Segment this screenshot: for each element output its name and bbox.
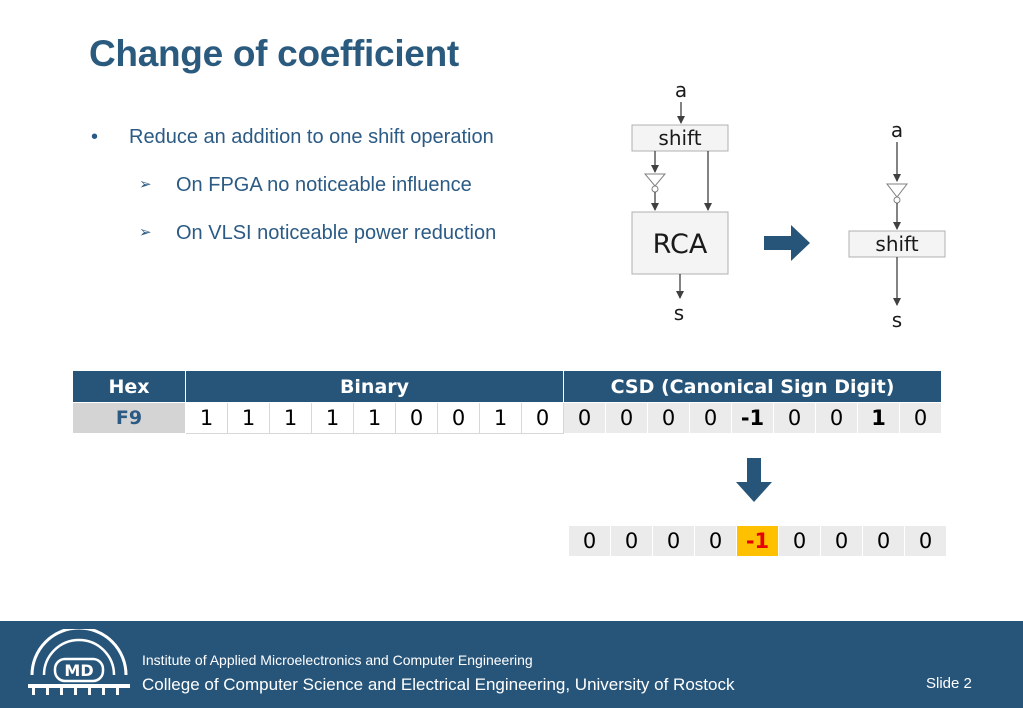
left-output-label: s bbox=[674, 301, 684, 325]
sub-bullet-text: On VLSI noticeable power reduction bbox=[176, 222, 497, 244]
csd-digit: -1 bbox=[731, 402, 774, 434]
bullet-marker: • bbox=[91, 126, 99, 148]
logo-text: MD bbox=[64, 661, 93, 680]
binary-digit: 1 bbox=[269, 402, 312, 434]
result-digit: 0 bbox=[778, 525, 821, 557]
sub-bullet-text: On FPGA no noticeable influence bbox=[176, 174, 472, 196]
arrow-bullet-icon: ➢ bbox=[139, 224, 152, 241]
csd-digit: 0 bbox=[605, 402, 648, 434]
header-binary: Binary bbox=[185, 370, 564, 403]
arrow-bullet-icon: ➢ bbox=[139, 176, 152, 193]
result-digit: 0 bbox=[904, 525, 947, 557]
left-shift-box bbox=[631, 124, 729, 152]
inverter-bubble-icon bbox=[651, 185, 659, 193]
binary-digit: 0 bbox=[437, 402, 480, 434]
table-row: F9 1 1 1 1 1 0 0 1 0 0 0 0 0 -1 0 0 1 0 bbox=[72, 402, 942, 434]
result-digit: 0 bbox=[694, 525, 737, 557]
result-digit: 0 bbox=[652, 525, 695, 557]
binary-digit: 1 bbox=[185, 402, 228, 434]
table-row: 0 0 0 0 -1 0 0 0 0 bbox=[568, 525, 947, 557]
inverter-icon bbox=[885, 183, 909, 198]
circuit-diagram: a shift RCA s a shift s bbox=[631, 78, 946, 332]
binary-digit: 0 bbox=[395, 402, 438, 434]
table-header-row: Hex Binary CSD (Canonical Sign Digit) bbox=[72, 370, 942, 403]
binary-digit: 1 bbox=[353, 402, 396, 434]
binary-digit: 1 bbox=[479, 402, 522, 434]
right-input-label: a bbox=[891, 118, 903, 142]
inverter-icon bbox=[643, 173, 667, 187]
csd-digit: 0 bbox=[689, 402, 732, 434]
binary-digit: 0 bbox=[521, 402, 564, 434]
result-digit: 0 bbox=[610, 525, 653, 557]
inverter-bubble-icon bbox=[893, 196, 901, 204]
left-input-label: a bbox=[675, 78, 687, 102]
bullet-text: Reduce an addition to one shift operatio… bbox=[129, 126, 494, 148]
csd-digit: 0 bbox=[773, 402, 816, 434]
header-hex: Hex bbox=[72, 370, 186, 403]
result-digit: 0 bbox=[862, 525, 905, 557]
binary-digit: 1 bbox=[227, 402, 270, 434]
csd-table: Hex Binary CSD (Canonical Sign Digit) F9… bbox=[72, 370, 942, 434]
result-digit-highlighted: -1 bbox=[736, 525, 779, 557]
csd-digit: 0 bbox=[563, 402, 606, 434]
csd-digit: 1 bbox=[857, 402, 900, 434]
result-table: 0 0 0 0 -1 0 0 0 0 bbox=[568, 525, 947, 557]
result-digit: 0 bbox=[820, 525, 863, 557]
college-name: College of Computer Science and Electric… bbox=[142, 675, 735, 694]
csd-digit: 0 bbox=[815, 402, 858, 434]
institute-logo: MD bbox=[28, 629, 130, 695]
binary-digit: 1 bbox=[311, 402, 354, 434]
slide-number: Slide 2 bbox=[926, 675, 972, 692]
left-shift-label: shift bbox=[658, 126, 701, 150]
csd-digit: 0 bbox=[647, 402, 690, 434]
hex-cell: F9 bbox=[72, 402, 186, 434]
right-arrow-icon bbox=[764, 225, 810, 261]
rca-label: RCA bbox=[653, 229, 708, 260]
result-digit: 0 bbox=[568, 525, 611, 557]
header-csd: CSD (Canonical Sign Digit) bbox=[563, 370, 942, 403]
csd-digit: 0 bbox=[899, 402, 942, 434]
institute-name: Institute of Applied Microelectronics an… bbox=[142, 652, 533, 668]
down-arrow-icon bbox=[736, 458, 772, 502]
rca-box bbox=[631, 211, 729, 275]
right-shift-label: shift bbox=[875, 232, 918, 256]
right-output-label: s bbox=[892, 308, 902, 332]
right-shift-box bbox=[848, 230, 946, 258]
slide-title: Change of coefficient bbox=[89, 33, 459, 74]
footer: MD Institute of Applied Microelectronics… bbox=[0, 621, 1023, 708]
